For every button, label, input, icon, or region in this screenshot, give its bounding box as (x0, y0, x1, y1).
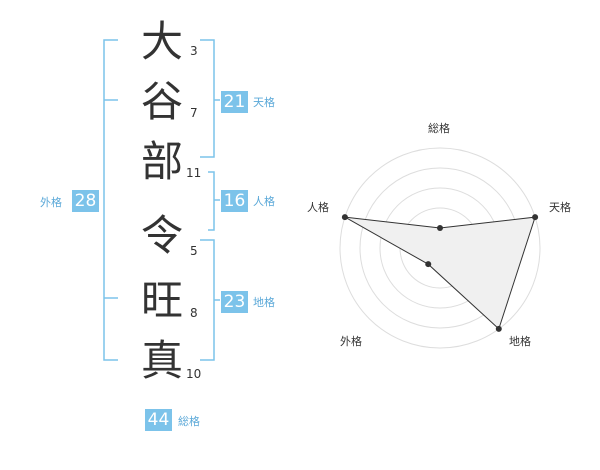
jinkaku-value: 16 (221, 190, 248, 212)
radar-area (344, 216, 536, 330)
name-char-5: 旺 (140, 276, 183, 325)
radar-point-3 (495, 325, 502, 332)
radar-label-jinkaku: 人格 (307, 201, 329, 214)
stroke-count-4: 5 (190, 244, 198, 258)
radar-point-5 (341, 214, 348, 221)
gaikaku-label: 外格 (40, 196, 62, 209)
chikaku-label: 地格 (253, 296, 275, 309)
chikaku-value: 23 (221, 291, 248, 313)
radar-points (341, 214, 539, 332)
tenkaku-bracket (200, 39, 215, 158)
name-char-3: 部 (140, 137, 183, 186)
gaikaku-value: 28 (72, 190, 99, 212)
radar-label-gaikaku: 外格 (340, 335, 362, 348)
radar-label-soukaku: 総格 (428, 122, 450, 135)
radar-point-1 (437, 225, 443, 231)
soukaku-label: 総格 (178, 415, 200, 428)
jinkaku-bracket (208, 171, 215, 231)
radar-point-4 (425, 261, 432, 268)
name-char-1: 大 (140, 17, 183, 66)
soukaku-value: 44 (145, 409, 172, 431)
radar-point-2 (532, 214, 539, 221)
name-char-6: 真 (140, 336, 183, 385)
jinkaku-label: 人格 (253, 195, 275, 208)
stroke-count-5: 8 (190, 306, 198, 320)
name-char-2: 谷 (140, 77, 183, 126)
radar-ring-5 (339, 147, 541, 349)
tenkaku-label: 天格 (253, 96, 275, 109)
stroke-count-3: 11 (186, 166, 202, 180)
radar-label-chikaku: 地格 (509, 335, 531, 348)
stroke-count-2: 7 (190, 106, 198, 120)
name-char-4: 令 (140, 211, 183, 260)
radar-label-tenkaku: 天格 (549, 201, 571, 214)
stroke-count-1: 3 (190, 44, 198, 58)
gaikaku-bracket (103, 39, 118, 361)
tenkaku-value: 21 (221, 91, 248, 113)
stroke-count-6: 10 (186, 367, 202, 381)
